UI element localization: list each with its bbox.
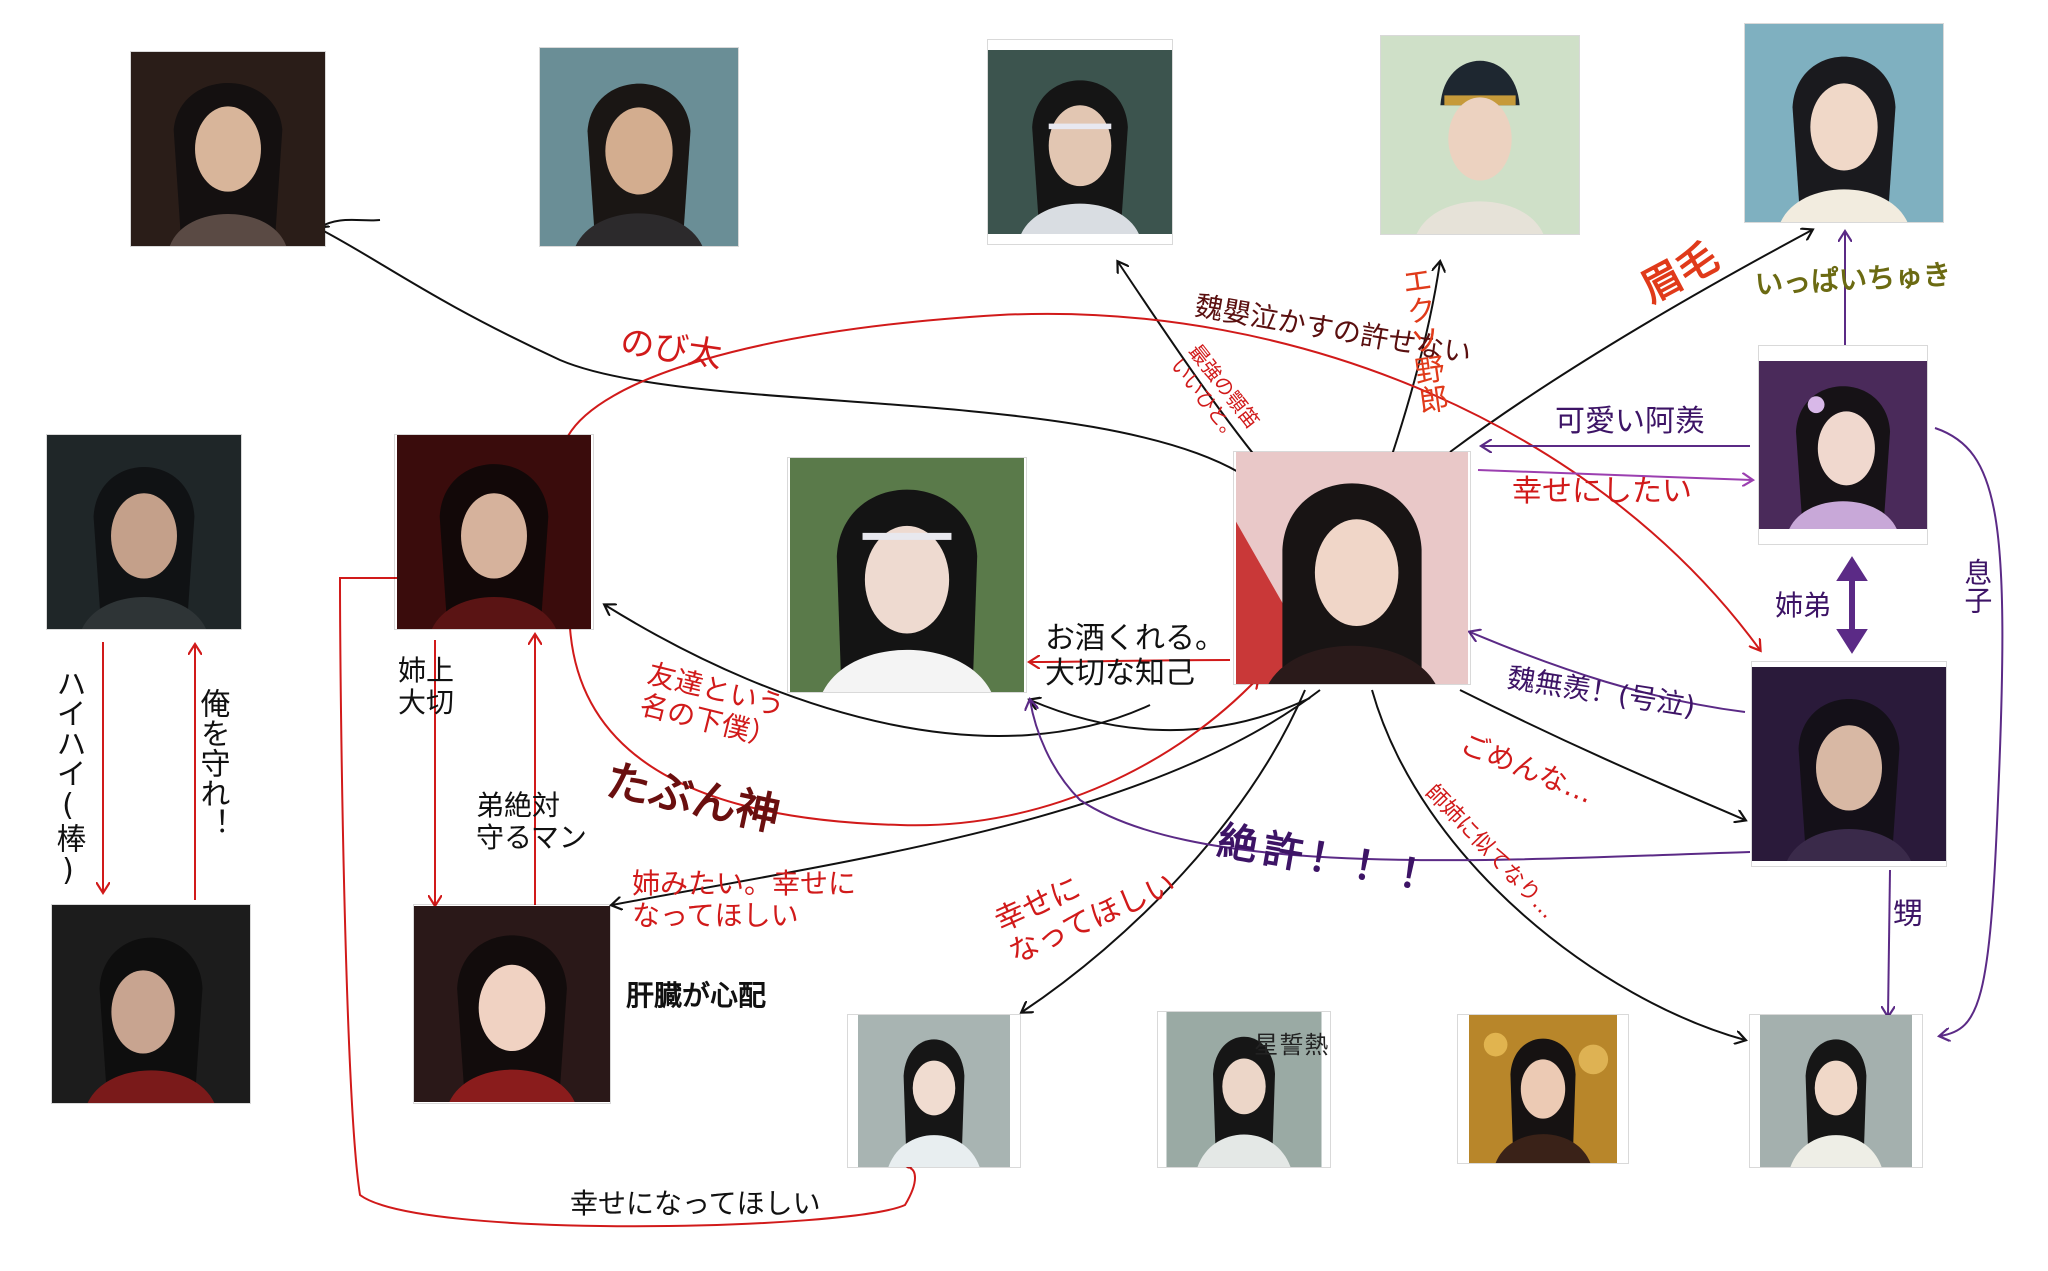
arrow-nobita (567, 312, 1760, 650)
label-ore-mamore: 俺を守れ！ (194, 688, 230, 838)
portrait-bottom-2: 熱 誓 星 (1158, 1012, 1330, 1167)
arrow-zekkyo (1030, 700, 1751, 862)
portrait-top-2 (540, 48, 738, 246)
portrait-bottom-1 (848, 1015, 1020, 1167)
label-sister-brother: 姉弟 (1775, 589, 1832, 622)
label-otouto-zettai: 弟絶対 守るマン (476, 789, 587, 855)
portrait-jiang-yanli (1759, 346, 1927, 544)
arrow-center-to-sister (612, 689, 1321, 905)
portrait-wei-wuxian-center (1234, 452, 1470, 684)
arrow-nie-to-center (605, 605, 1151, 737)
arrow-bottom-loop (338, 577, 916, 1228)
arrow-center-to-top5 (1449, 230, 1812, 453)
arrow-center-to-top4 (1391, 262, 1440, 456)
label-kanzou: 肝臓が心配 (626, 979, 767, 1012)
arrow-lwj-osake (1030, 660, 1231, 662)
arrow-tabun-kami (569, 627, 1258, 827)
portrait-wen-ning (52, 905, 250, 1103)
portrait-top-1 (131, 52, 325, 246)
label-nephew: 甥 (1893, 897, 1923, 932)
label-son: 息子 (1960, 558, 1994, 614)
portrait-calligraphy-text: 熱 誓 星 (1249, 1032, 1328, 1056)
label-haihai: ハイハイ(棒) (50, 668, 86, 888)
arrow-jc-to-center (1470, 632, 1746, 713)
portrait-jiang-yanli-2 (414, 905, 610, 1103)
portrait-bottom-4 (1750, 1015, 1922, 1167)
arrow-yanli-son (1934, 427, 2004, 1036)
arrow-jc-nephew (1888, 869, 1890, 1016)
arrow-center-to-yanli (1477, 469, 1752, 480)
arrow-center-to-top1 (318, 228, 1271, 496)
portrait-bottom-3 (1458, 1015, 1628, 1163)
label-shiawase-bottom: 幸せになってほしい (570, 1187, 821, 1220)
arrow-center-to-lwj (1030, 698, 1311, 732)
label-kawaii-axian: 可愛い阿羨 (1555, 404, 1705, 439)
arrow-center-to-bottom1 (1022, 689, 1306, 1012)
label-ane-mitai: 姉みたい。幸せに なってほしい (632, 867, 857, 933)
portrait-jin-zixuan (1752, 662, 1946, 866)
label-osake: お酒くれる。 大切な知己 (1045, 621, 1225, 691)
label-ane-ue: 姉上 大切 (398, 654, 455, 720)
arrow-center-to-bottom4 (1371, 689, 1745, 1040)
portrait-top-3 (988, 40, 1172, 244)
portrait-top-4 (1381, 36, 1579, 234)
label-shiawase-ni-shitai: 幸せにしたい (1512, 474, 1692, 509)
portrait-lan-wangji (788, 458, 1026, 692)
arrow-center-to-jiangcheng (1459, 689, 1745, 820)
portrait-jiang-cheng (395, 435, 593, 629)
portrait-top-5 (1745, 24, 1943, 222)
portrait-left-1 (47, 435, 241, 629)
